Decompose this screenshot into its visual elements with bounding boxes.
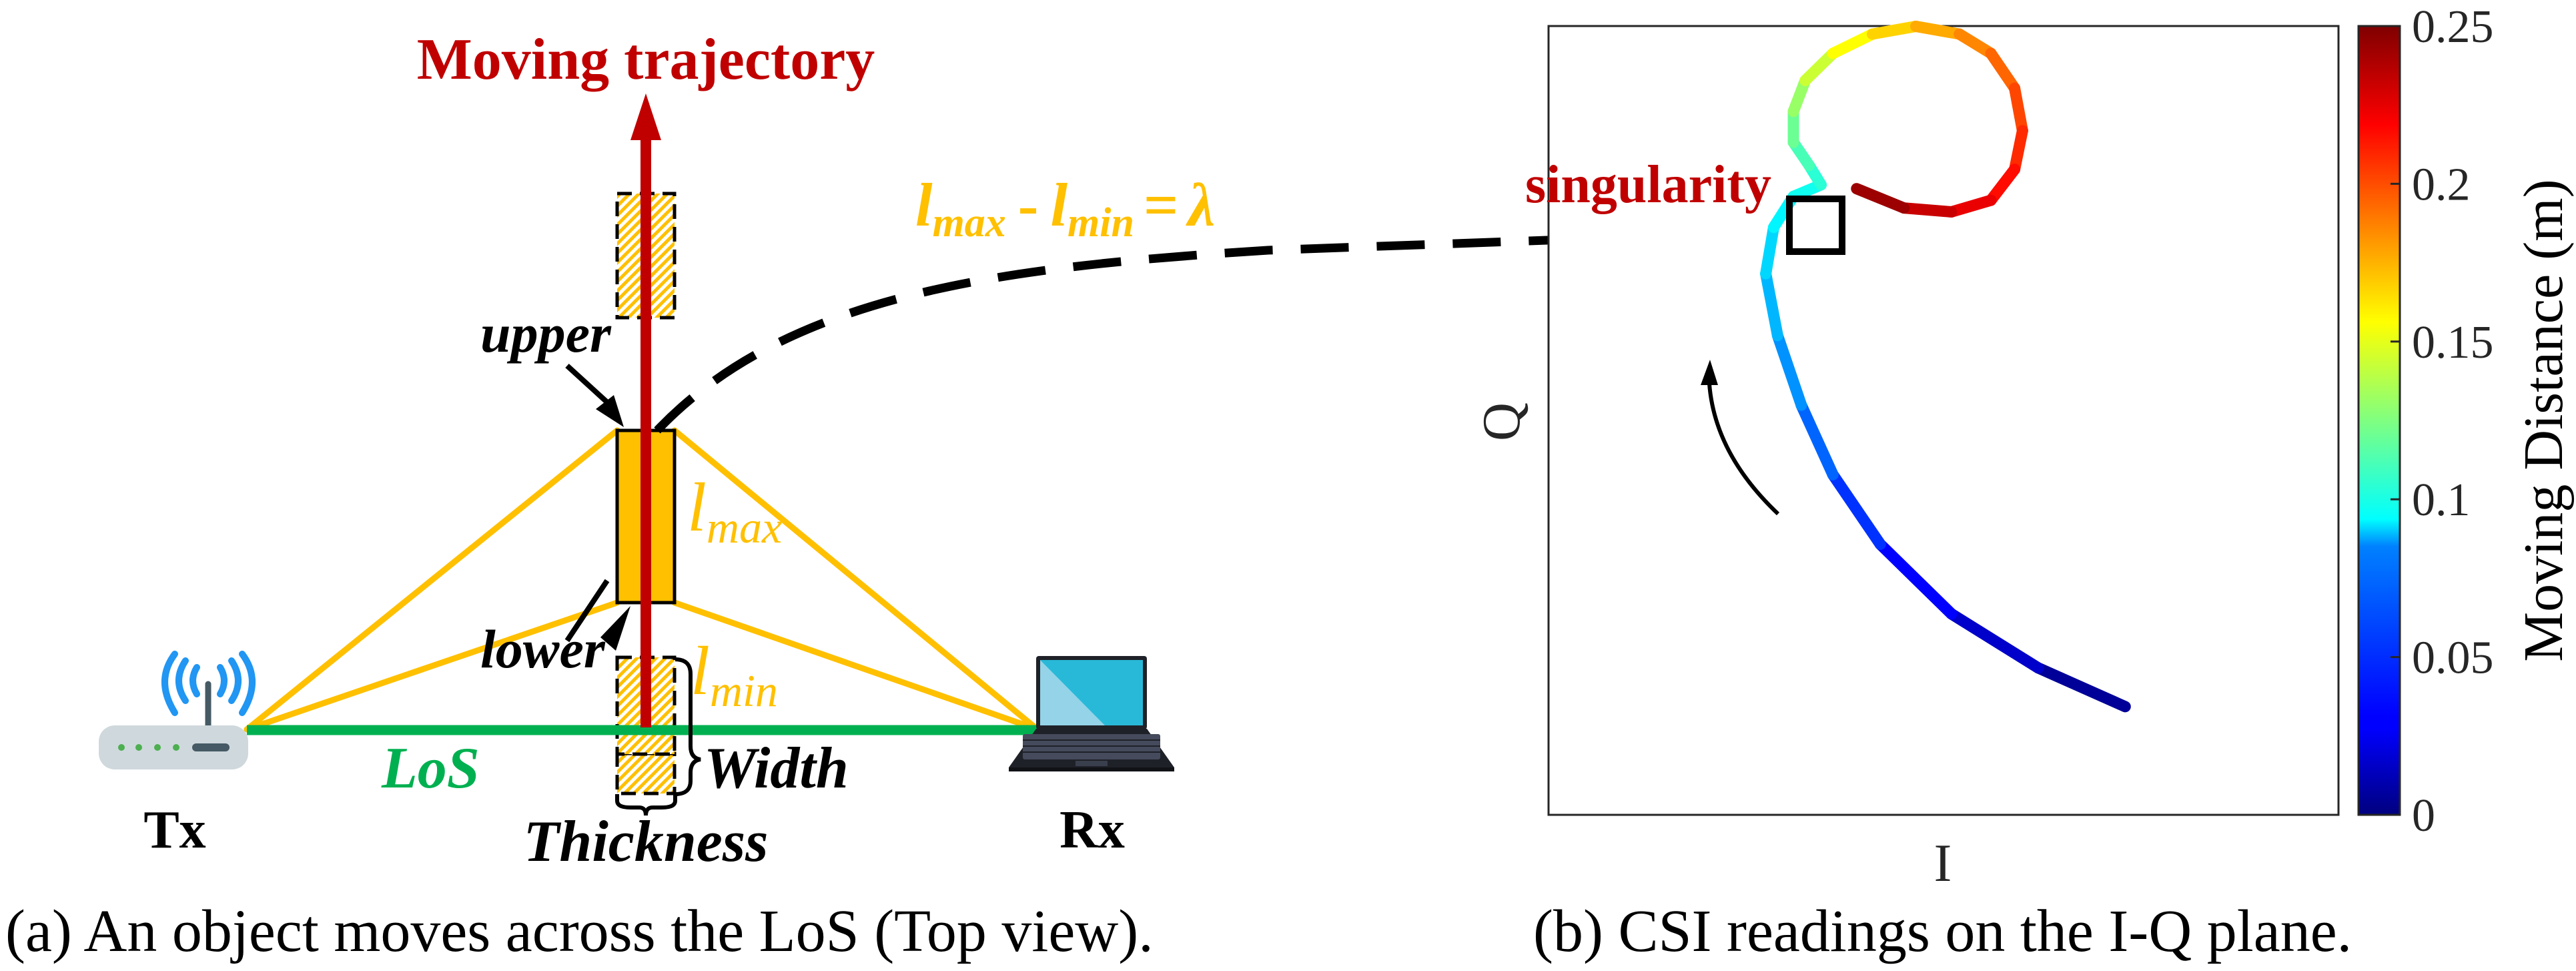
trajectory-arrowhead (630, 93, 661, 140)
x-axis-label: I (1934, 834, 1952, 893)
curve-segment (1874, 539, 1958, 620)
curve-segment (1771, 330, 1807, 411)
l-max-sub: max (707, 502, 782, 553)
moving-trajectory-title: Moving trajectory (417, 27, 875, 92)
rx-label: Rx (1059, 801, 1125, 860)
upper-label: upper (480, 303, 612, 364)
curve-segment (2009, 82, 2028, 137)
eq-l2: l (1050, 171, 1067, 239)
curve-segment (1946, 194, 1997, 218)
colorbar-ticks: 0 0.05 0.1 0.15 0.2 0.25 (2391, 1, 2494, 842)
lower-label: lower (480, 619, 606, 679)
curve-segment (1760, 268, 1783, 342)
colorbar-tick-label: 0.15 (2412, 317, 2494, 368)
direction-arrow (1707, 383, 1780, 516)
y-axis-label: Q (1472, 402, 1531, 441)
singularity-label: singularity (1525, 155, 1771, 214)
colorbar-tick-label: 0.1 (2412, 474, 2471, 526)
lower-arrowhead (600, 606, 630, 651)
curve-segment (1827, 28, 1878, 59)
l-min-label: lmin (691, 633, 778, 716)
l-max-label: lmax (687, 469, 782, 553)
curve-segment (1866, 20, 1922, 40)
panel-b: singularity I Q 0 0.05 0.1 0.15 0.2 0.25 Movi… (1472, 1, 2575, 964)
colorbar-label: Moving Distance (m) (2513, 179, 2575, 661)
path-upper-rx (671, 427, 1041, 733)
laptop-icon (1009, 656, 1174, 771)
colorbar (2357, 25, 2401, 816)
object-past-position (615, 751, 677, 795)
curve-segment (1985, 47, 2021, 94)
width-brace (675, 657, 701, 796)
eq-l1: l (915, 171, 933, 239)
eq-sub1: max (933, 200, 1006, 246)
l-min-sub: min (710, 665, 778, 716)
width-label: Width (704, 736, 849, 801)
l-min-base: l (691, 633, 710, 709)
tx-label: Tx (143, 801, 205, 860)
path-lower-rx (671, 599, 1041, 733)
colorbar-tick-label: 0.2 (2412, 159, 2471, 210)
upper-arrow-shaft (565, 364, 614, 409)
curve-segment (1898, 202, 1958, 218)
curve-segment (1799, 47, 1839, 87)
csi-curve (1760, 20, 2131, 713)
curve-segment (1954, 28, 1997, 59)
eq-minus: - (1018, 171, 1039, 239)
colorbar-tick-label: 0 (2412, 790, 2435, 842)
equation-lmax-lmin-lambda: lmax-lmin=λ (915, 171, 1215, 246)
l-max-base: l (687, 469, 707, 546)
curve-segment (1851, 183, 1910, 214)
thickness-label: Thickness (524, 810, 769, 874)
direction-arrowhead (1701, 360, 1718, 385)
plot-area (1547, 25, 2340, 816)
lower-arrow-shaft (564, 579, 610, 643)
los-label: LoS (381, 736, 480, 801)
caption-a: (a) An object moves across the LoS (Top … (5, 898, 1154, 964)
router-icon (99, 651, 256, 769)
path-tx-lower (244, 599, 620, 733)
panel-a: Moving trajectory upper lower lmax (5, 27, 1786, 964)
curve-segment (1827, 468, 1886, 551)
colorbar-tick-label: 0.25 (2412, 1, 2494, 53)
upper-arrowhead (596, 395, 624, 427)
colorbar-tick-label: 0.05 (2412, 633, 2494, 684)
signal-paths (244, 427, 1041, 733)
curve-segment (2032, 662, 2131, 713)
singularity-connector (654, 228, 1772, 434)
curve-segment (2009, 125, 2028, 176)
curve-segment (1795, 399, 1839, 480)
curve-segment (1946, 608, 2044, 674)
caption-b: (b) CSI readings on the I-Q plane. (1533, 898, 2352, 964)
eq-sub2: min (1067, 200, 1134, 246)
curve-segment (1985, 164, 2021, 206)
thickness-brace (615, 794, 677, 816)
singularity-box (1786, 196, 1845, 255)
curve-segment (1910, 20, 1966, 40)
eq-lambda: λ (1185, 171, 1215, 239)
curve-segment (1760, 222, 1779, 280)
eq-equals: = (1144, 171, 1178, 239)
path-tx-upper (244, 427, 620, 733)
